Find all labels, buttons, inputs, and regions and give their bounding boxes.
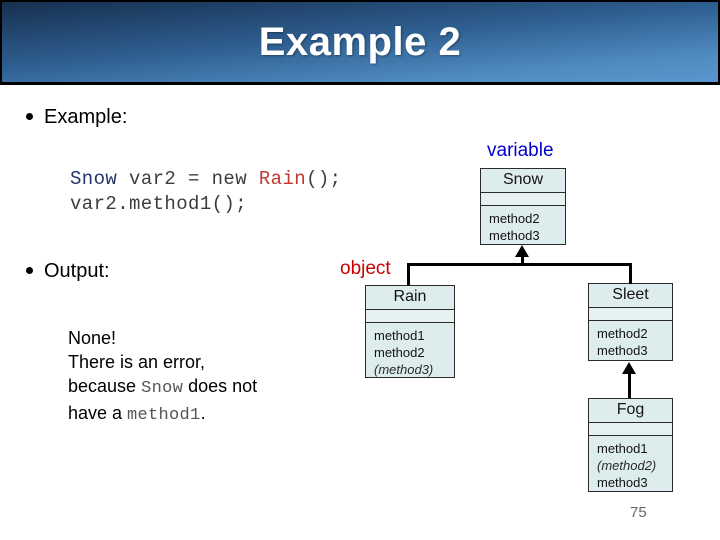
output-line-3-code: Snow: [141, 379, 184, 398]
class-box-rain: Rain method1 method2 (method3): [365, 285, 455, 378]
output-line-4: have a method1.: [68, 401, 257, 428]
connector-snow-stem: [521, 255, 524, 266]
method-item: method2: [597, 326, 648, 341]
class-fields-rain: [366, 310, 454, 323]
output-line-2: There is an error,: [68, 352, 206, 372]
output-line-3-text2: does not: [183, 376, 258, 396]
output-line-3-text: because: [68, 376, 142, 396]
class-box-sleet: Sleet method2 method3: [588, 283, 673, 361]
page-number: 75: [630, 504, 647, 521]
inheritance-arrowhead-sleet: [622, 362, 636, 374]
slide-header: Example 2: [0, 0, 720, 85]
class-methods-sleet: method2 method3: [589, 321, 672, 359]
method-item: method3: [489, 228, 540, 243]
method-item: method3: [597, 343, 648, 358]
class-fields-sleet: [589, 308, 672, 321]
class-title-sleet: Sleet: [589, 284, 672, 308]
code-type-snow: Snow: [70, 168, 118, 190]
bullet-icon: [26, 112, 33, 120]
class-fields-fog: [589, 423, 672, 436]
output-line-1: None!: [68, 328, 117, 348]
code-middle: var2 = new: [117, 168, 259, 190]
class-box-fog: Fog method1 (method2) method3: [588, 398, 673, 492]
connector-rain-drop: [407, 263, 410, 286]
connector-horizontal: [407, 263, 632, 266]
method-item-inherited: (method2): [597, 458, 657, 473]
connector-fog-stem: [628, 372, 631, 398]
method-item-inherited: (method3): [374, 362, 434, 377]
class-fields-snow: [481, 193, 565, 206]
inheritance-arrowhead-snow: [515, 245, 529, 257]
bullet-example: Example:: [26, 106, 127, 129]
method-item: method1: [597, 441, 648, 456]
output-line-3: because Snow does not: [68, 374, 257, 401]
code-line1-end: ();: [306, 168, 342, 190]
class-methods-fog: method1 (method2) method3: [589, 436, 672, 491]
object-label: object: [340, 258, 391, 279]
class-box-snow: Snow method2 method3: [480, 168, 566, 245]
method-item: method1: [374, 328, 425, 343]
output-line-4-text: have a: [68, 403, 128, 423]
method-item: method3: [597, 475, 648, 490]
connector-sleet-drop: [629, 263, 632, 284]
output-line-4-text2: .: [200, 403, 206, 423]
output-explanation: None! There is an error, because Snow do…: [68, 326, 257, 428]
variable-label: variable: [487, 140, 554, 161]
bullet-output: Output:: [26, 260, 110, 283]
class-title-rain: Rain: [366, 286, 454, 310]
output-line-4-code: method1: [127, 406, 201, 425]
bullet-example-label: Example:: [44, 106, 128, 128]
method-item: method2: [489, 211, 540, 226]
code-line2: var2.method1();: [70, 193, 248, 215]
code-class-rain: Rain: [258, 168, 307, 190]
method-item: method2: [374, 345, 425, 360]
class-methods-rain: method1 method2 (method3): [366, 323, 454, 378]
class-title-fog: Fog: [589, 399, 672, 423]
code-snippet: Snow var2 = new Rain(); var2.method1();: [70, 167, 341, 217]
class-title-snow: Snow: [481, 169, 565, 193]
class-methods-snow: method2 method3: [481, 206, 565, 244]
slide-title: Example 2: [258, 19, 462, 64]
bullet-output-label: Output:: [44, 260, 110, 282]
bullet-icon: [26, 266, 33, 274]
